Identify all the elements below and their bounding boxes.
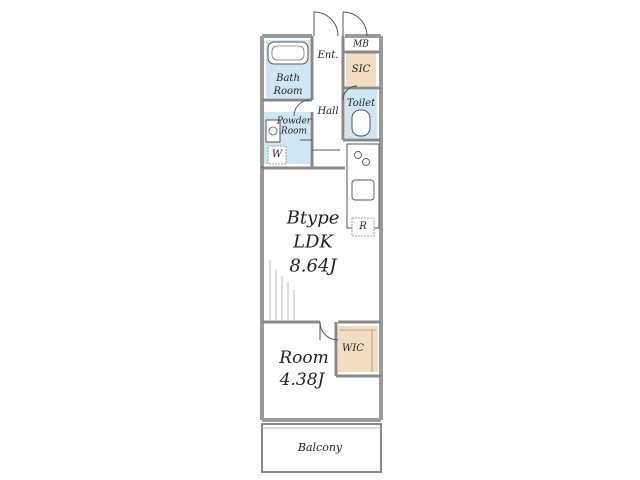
unit-type-label: Btype xyxy=(286,207,340,229)
bathroom-label-line1: Bath xyxy=(276,72,300,84)
refrigerator-box xyxy=(351,217,375,237)
shoe-closet-fill xyxy=(346,52,376,86)
ldk-label: LDK xyxy=(293,231,333,253)
entrance-label: Ent. xyxy=(317,49,339,61)
washer-box xyxy=(267,145,287,165)
toilet-bowl xyxy=(351,109,371,137)
room-door xyxy=(319,321,339,341)
refrigerator-label: R xyxy=(359,220,367,232)
wic-shelving xyxy=(340,329,376,372)
wic-label: WIC xyxy=(342,342,364,354)
toilet-label: Toilet xyxy=(346,97,376,109)
wic-fill xyxy=(338,326,378,372)
sliding-partition xyxy=(269,260,295,320)
interior-walls xyxy=(262,36,381,378)
room-label: Room xyxy=(279,348,329,369)
entrance-doors xyxy=(313,11,368,37)
washbasin xyxy=(265,119,281,143)
washer-label: W xyxy=(271,148,283,160)
bathroom-label-line2: Room xyxy=(273,85,303,97)
bathtub xyxy=(267,41,309,65)
kitchen-sink xyxy=(351,179,375,201)
shoe-closet-label: SIC xyxy=(351,63,371,75)
meter-box-label: MB xyxy=(353,39,369,50)
balcony-outline xyxy=(261,423,382,473)
balcony-label: Balcony xyxy=(297,441,343,455)
ldk-size-label: 8.64J xyxy=(289,255,337,277)
powder-room-label-line1: Powder xyxy=(276,116,312,127)
interior-doors xyxy=(261,85,358,168)
powder-room-label-line2: Room xyxy=(280,126,308,137)
room-size-label: 4.38J xyxy=(279,370,325,391)
hall-label: Hall xyxy=(317,105,339,117)
